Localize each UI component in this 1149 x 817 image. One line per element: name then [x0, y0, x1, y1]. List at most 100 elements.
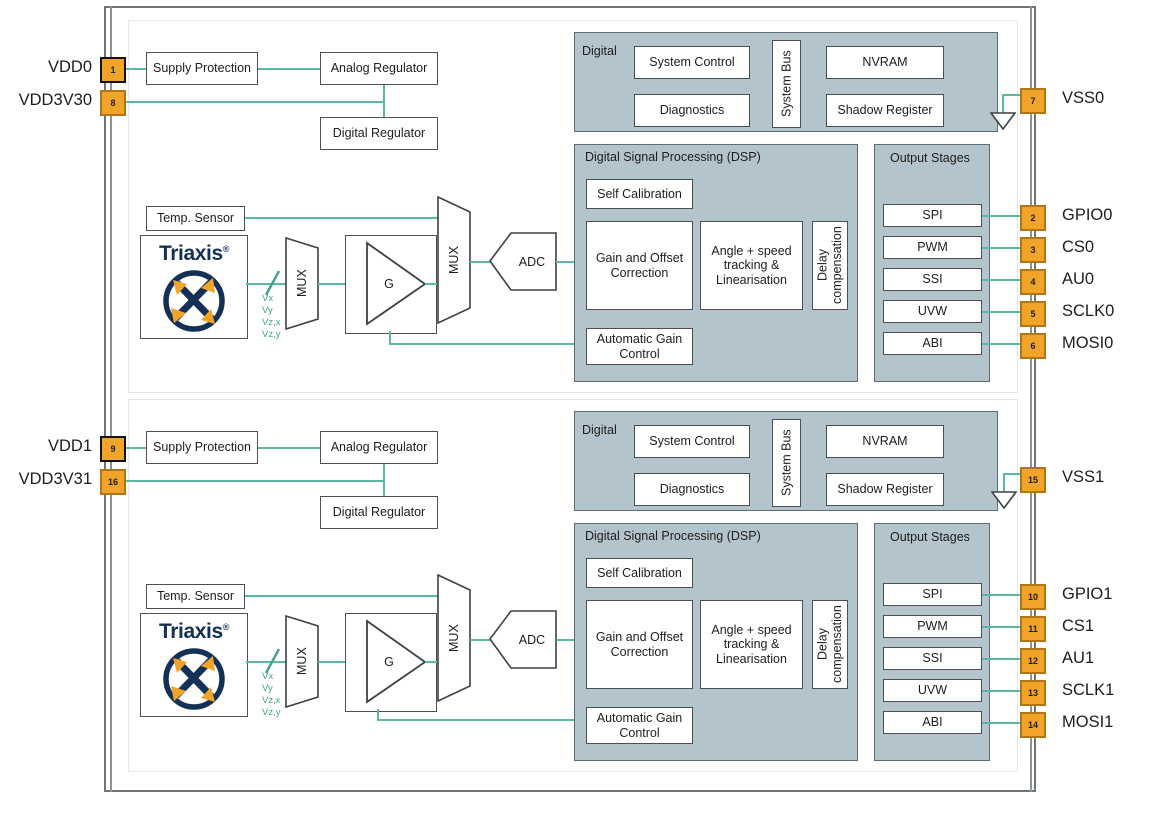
panel-title-digital-ch1: Digital — [582, 423, 617, 437]
wire-supply-analogreg — [257, 68, 320, 70]
wire-vdd0-supply — [122, 68, 148, 70]
block-spi-ch0: SPI — [883, 204, 982, 227]
bus-slash-ch1 — [262, 646, 284, 681]
triaxis-arrows-icon-ch0 — [163, 270, 225, 332]
pin-10[interactable]: 10 — [1020, 584, 1046, 610]
pin-8[interactable]: 8 — [100, 90, 126, 116]
block-digital-regulator-ch1: Digital Regulator — [320, 496, 438, 529]
pin-2[interactable]: 2 — [1020, 205, 1046, 231]
pin-3[interactable]: 3 — [1020, 237, 1046, 263]
pin-16[interactable]: 16 — [100, 469, 126, 495]
wire-agc-feedback-ch0 — [389, 343, 594, 345]
pin-6[interactable]: 6 — [1020, 333, 1046, 359]
ground-symbol-ch1 — [991, 491, 1017, 509]
pin-9[interactable]: 9 — [100, 436, 126, 462]
block-shadow-register-ch0: Shadow Register — [826, 94, 944, 127]
triaxis-logo-ch1: Triaxis® — [140, 613, 248, 717]
mux-input-ch0: MUX — [285, 237, 319, 330]
pin-label-gpio1: GPIO1 — [1062, 585, 1113, 603]
amp-gain-label-ch0: G — [384, 276, 394, 291]
pin-label-cs1: CS1 — [1062, 617, 1095, 635]
mux-output-label-ch0: MUX — [447, 246, 461, 274]
block-temp-sensor-ch0: Temp. Sensor — [146, 206, 245, 231]
triaxis-arrows-icon-ch1 — [163, 648, 225, 710]
block-supply-protection-ch0: Supply Protection — [146, 52, 258, 85]
pin-5[interactable]: 5 — [1020, 301, 1046, 327]
pin-15[interactable]: 15 — [1020, 467, 1046, 493]
pin-12[interactable]: 12 — [1020, 648, 1046, 674]
pin-7[interactable]: 7 — [1020, 88, 1046, 114]
wire-vdd3v30-rail — [122, 101, 384, 103]
block-shadow-register-ch1: Shadow Register — [826, 473, 944, 506]
right-pin-rail — [1030, 6, 1032, 792]
pin-label-au0: AU0 — [1062, 270, 1095, 288]
block-gain-offset-correction-ch0: Gain and Offset Correction — [586, 221, 693, 310]
pin-label-au1: AU1 — [1062, 649, 1095, 667]
block-ssi-ch0: SSI — [883, 268, 982, 291]
pin-13[interactable]: 13 — [1020, 680, 1046, 706]
mux-input-ch1: MUX — [285, 615, 319, 708]
triaxis-wordmark-ch0: Triaxis® — [159, 242, 229, 265]
block-supply-protection-ch1: Supply Protection — [146, 431, 258, 464]
block-delay-compensation-ch0: Delay compensation — [812, 221, 848, 310]
left-pin-rail — [110, 6, 112, 792]
block-self-calibration-ch0: Self Calibration — [586, 179, 693, 209]
block-temp-sensor-ch1: Temp. Sensor — [146, 584, 245, 609]
wire-uvw-sclk1 — [982, 690, 1022, 692]
block-gain-offset-correction-ch1: Gain and Offset Correction — [586, 600, 693, 689]
bus-slash-ch0 — [262, 268, 284, 303]
wire-mux2-to-adc-ch1 — [470, 639, 492, 641]
pin-1[interactable]: 1 — [100, 57, 126, 83]
block-diagnostics-ch0: Diagnostics — [634, 94, 750, 127]
mux-output-ch1: MUX — [437, 574, 471, 702]
ground-symbol-ch0 — [990, 112, 1016, 130]
block-abi-ch0: ABI — [883, 332, 982, 355]
block-analog-regulator-ch1: Analog Regulator — [320, 431, 438, 464]
amp-gain-label-ch1: G — [384, 654, 394, 669]
block-automatic-gain-control-ch1: Automatic Gain Control — [586, 707, 693, 744]
pin-11[interactable]: 11 — [1020, 616, 1046, 642]
wire-ssi-au0 — [982, 279, 1022, 281]
pin-14[interactable]: 14 — [1020, 712, 1046, 738]
mux-input-label-ch0: MUX — [295, 269, 309, 298]
wire-analogreg-digitalreg — [383, 85, 385, 133]
block-pwm-ch1: PWM — [883, 615, 982, 638]
block-analog-regulator-ch0: Analog Regulator — [320, 52, 438, 85]
pin-label-vdd3v30: VDD3V30 — [18, 91, 92, 109]
block-pwm-ch0: PWM — [883, 236, 982, 259]
triaxis-wordmark-ch1: Triaxis® — [159, 620, 229, 643]
adc-ch1: ADC — [489, 610, 557, 669]
wire-mux2-to-adc-ch0 — [470, 261, 492, 263]
block-angle-speed-linearisation-ch1: Angle + speed tracking & Linearisation — [700, 600, 803, 689]
triaxis-logo-ch0: Triaxis® — [140, 235, 248, 339]
block-system-bus-ch0: System Bus — [772, 40, 801, 128]
wire-mux1-to-amp-ch1 — [318, 661, 346, 663]
panel-title-digital-ch0: Digital — [582, 44, 617, 58]
panel-title-dsp-ch0: Digital Signal Processing (DSP) — [585, 150, 761, 164]
pin-4[interactable]: 4 — [1020, 269, 1046, 295]
block-spi-ch1: SPI — [883, 583, 982, 606]
block-self-calibration-ch1: Self Calibration — [586, 558, 693, 588]
mux-input-label-ch1: MUX — [295, 647, 309, 676]
panel-title-dsp-ch1: Digital Signal Processing (DSP) — [585, 529, 761, 543]
wire-ssi-au1 — [982, 658, 1022, 660]
wire-supply-analogreg-ch1 — [257, 447, 320, 449]
pin-label-vdd0: VDD0 — [47, 58, 92, 76]
block-digital-regulator-ch0: Digital Regulator — [320, 117, 438, 150]
wire-vss1-down — [1003, 473, 1005, 493]
adc-label-ch0: ADC — [518, 254, 546, 269]
block-uvw-ch0: UVW — [883, 300, 982, 323]
wire-abi-mosi1 — [982, 722, 1022, 724]
pin-label-vdd3v31: VDD3V31 — [18, 470, 92, 488]
block-abi-ch1: ABI — [883, 711, 982, 734]
pin-label-vss1: VSS1 — [1062, 468, 1105, 486]
bus-labels-ch1: Vx Vy Vz,x Vz,y — [262, 671, 281, 719]
amplifier-ch1: G — [365, 619, 427, 704]
adc-ch0: ADC — [489, 232, 557, 291]
wire-amp-to-mux2-ch0 — [425, 283, 445, 285]
wire-pwm-cs0 — [982, 247, 1022, 249]
block-nvram-ch0: NVRAM — [826, 46, 944, 79]
panel-title-output-stages-ch1: Output Stages — [890, 530, 970, 544]
block-ssi-ch1: SSI — [883, 647, 982, 670]
